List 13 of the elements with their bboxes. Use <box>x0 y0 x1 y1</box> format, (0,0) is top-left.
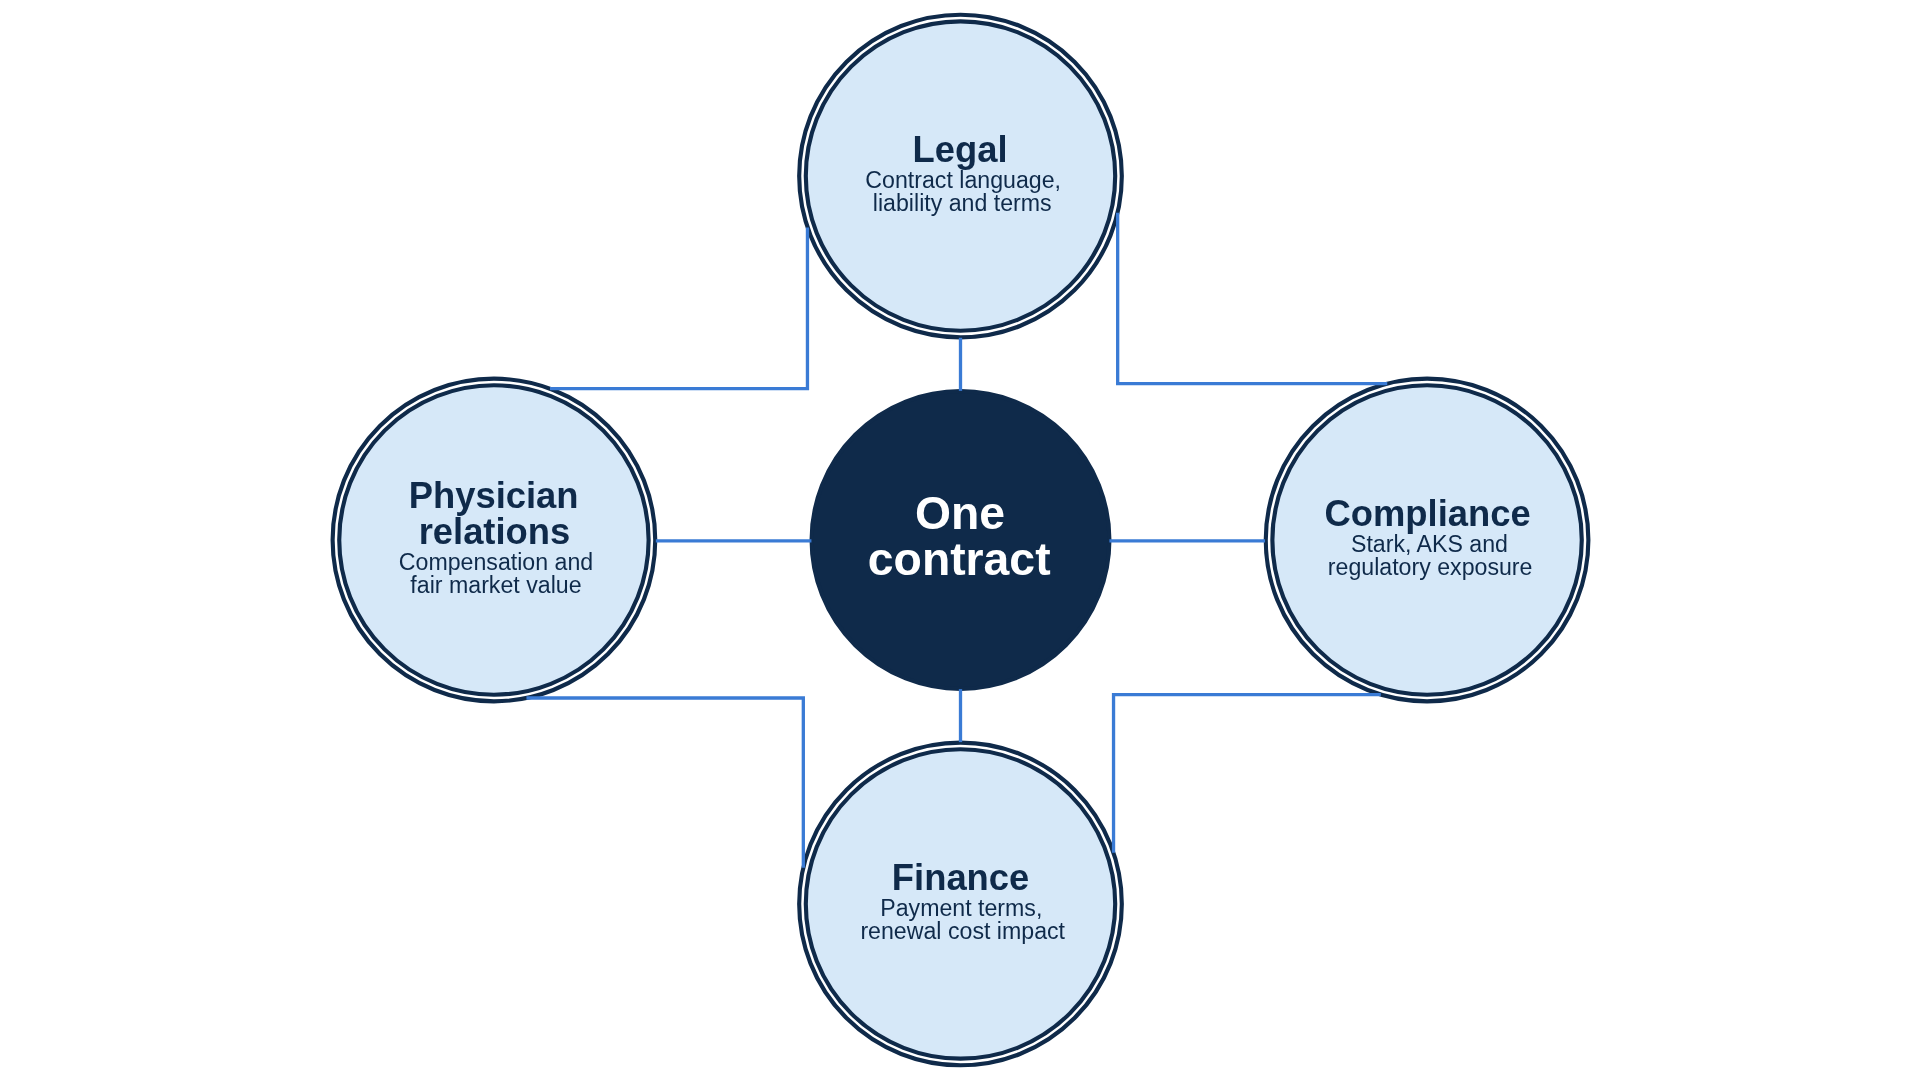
connector <box>549 227 809 391</box>
node-circle: Legal Contract language, liability and terms <box>796 12 1124 340</box>
node-circle: Physician relations Compensation and fair market value <box>330 376 657 704</box>
node-circle: Compliance Stark, AKS and regulatory exposure <box>1263 376 1590 704</box>
connector <box>958 337 962 391</box>
node-circle: One contract <box>809 389 1111 691</box>
connector <box>525 696 805 868</box>
connector <box>958 689 962 743</box>
connector <box>1108 539 1265 543</box>
connector <box>1111 693 1381 853</box>
connector <box>655 539 811 543</box>
node-circle: Finance Payment terms, renewal cost impact <box>796 740 1124 1068</box>
connector <box>1115 212 1387 386</box>
